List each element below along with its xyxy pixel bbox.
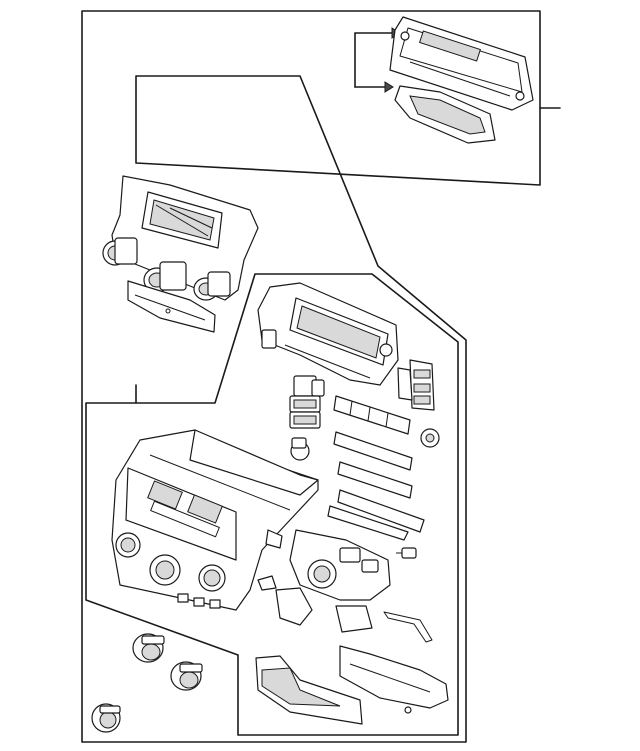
control-panel-assembly: [102, 175, 259, 301]
center-panel-housing: [111, 429, 319, 611]
knob-small: [91, 703, 121, 733]
bottom-harness-plates: [255, 645, 449, 725]
display-unit: [257, 282, 399, 386]
lower-brackets: [275, 587, 433, 643]
knob-large-1: [132, 633, 165, 663]
control-panel-group: [102, 175, 259, 333]
display-bracket: [389, 16, 534, 111]
panel-lower-plate: [127, 280, 216, 333]
small-knob-parts: [290, 428, 440, 461]
knob-large-2: [170, 661, 203, 691]
arrow-head-bottom: [384, 81, 394, 93]
inner-frame: [85, 273, 459, 736]
small-clips: [257, 529, 417, 591]
climate-control-module: [289, 529, 391, 601]
display-bracket-group: [354, 16, 534, 144]
outer-frame: [81, 10, 541, 743]
button-strip: [333, 395, 411, 435]
loose-parts-group: [91, 633, 203, 733]
switch-right-cluster: [397, 359, 435, 411]
unit-main-group: [111, 282, 449, 725]
display-gasket: [394, 85, 496, 144]
switch-blocks: [289, 375, 325, 429]
harness-brackets: [327, 431, 425, 541]
